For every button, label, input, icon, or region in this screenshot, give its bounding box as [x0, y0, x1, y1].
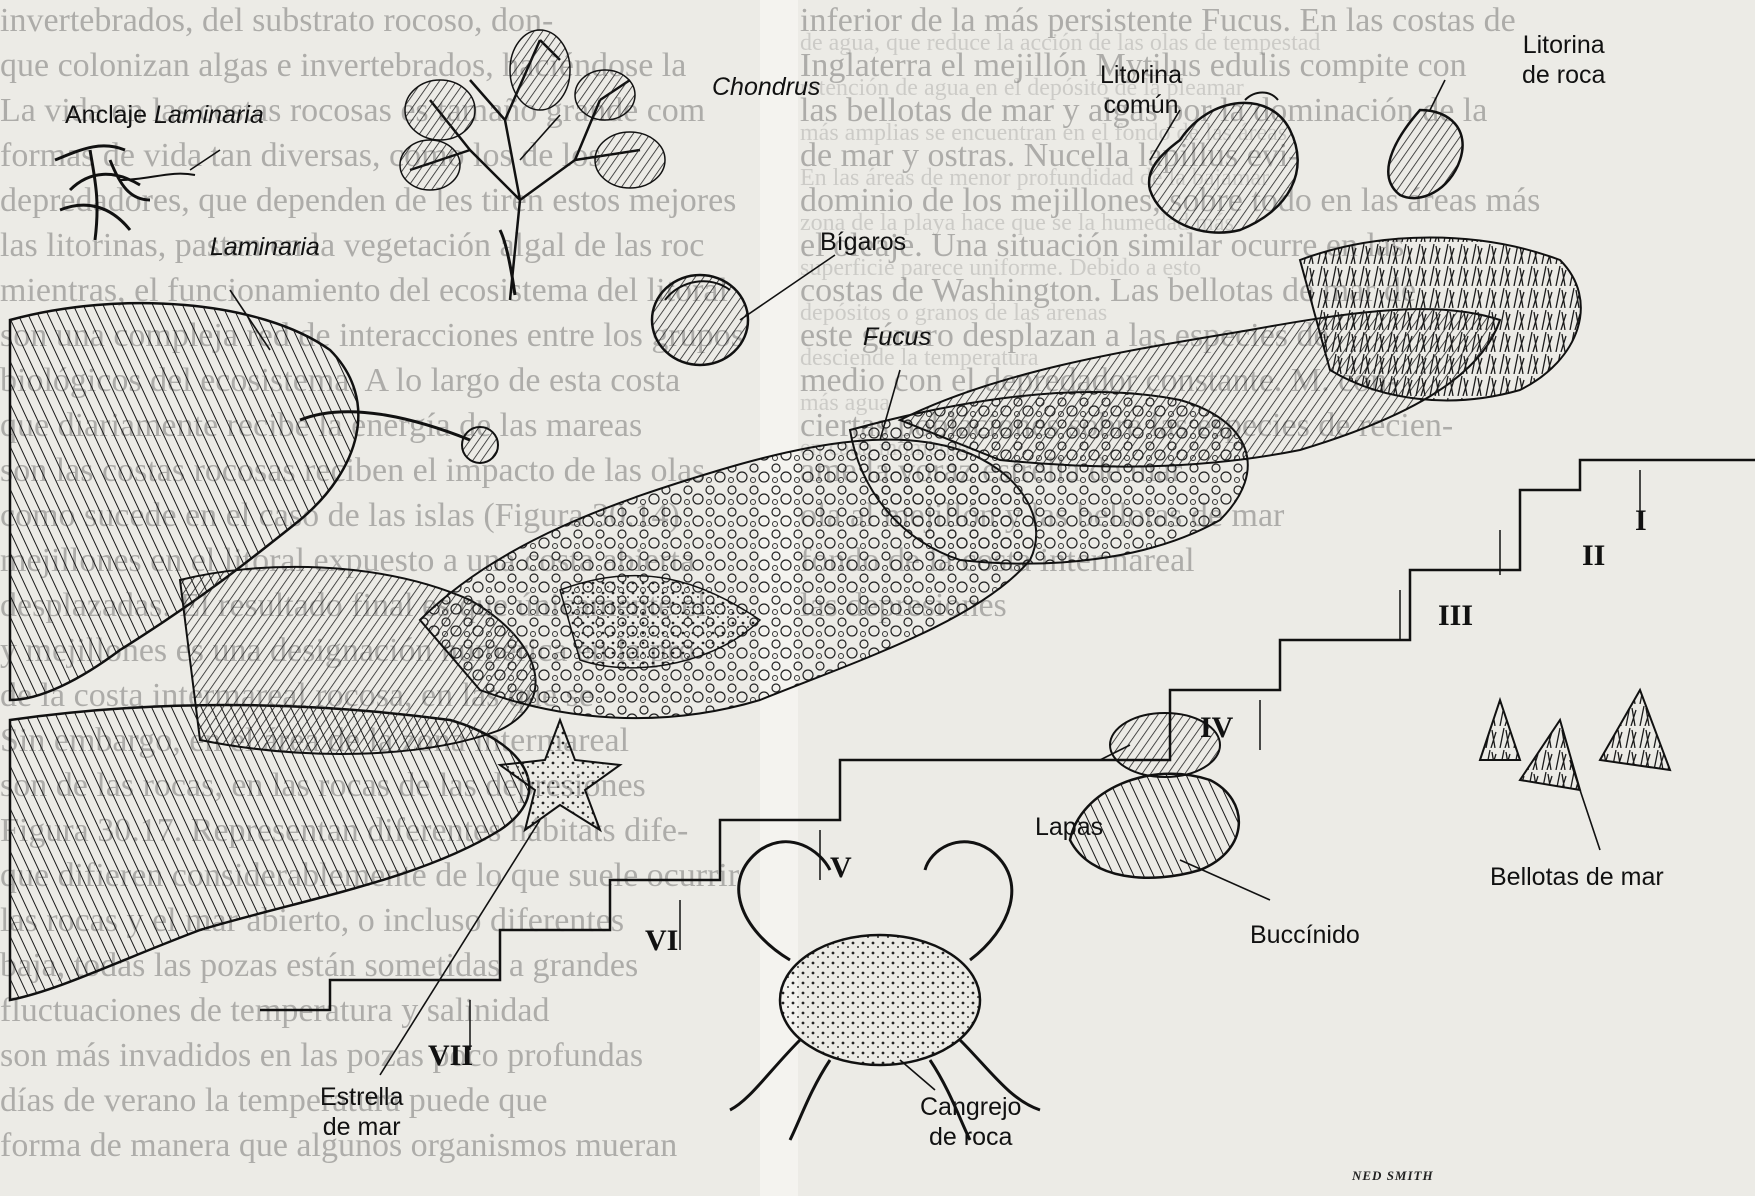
zone-III-label: III — [1438, 600, 1473, 632]
chondrus-fronds — [400, 30, 665, 190]
zone-IV-label: IV — [1200, 712, 1233, 744]
fucus-seaweed — [900, 238, 1581, 467]
label-buccinido: Buccínido — [1250, 920, 1360, 950]
label-chondrus: Chondrus — [712, 72, 820, 102]
litorina-roca-snail — [1388, 110, 1462, 198]
zone-V-label: V — [830, 852, 852, 884]
label-anclaje-laminaria: Anclaje Laminaria — [65, 100, 264, 130]
label-fucus: Fucus — [863, 322, 931, 352]
label-lapas: Lapas — [1035, 812, 1103, 842]
artist-signature: NED SMITH — [1352, 1168, 1434, 1184]
laminaria-holdfast-drawing — [55, 146, 195, 240]
zone-I-label: I — [1635, 505, 1647, 537]
zone-VI-label: VI — [645, 925, 678, 957]
label-bigaros: Bígaros — [820, 227, 906, 257]
bigaro-snail — [652, 275, 748, 365]
zone-II-label: II — [1582, 540, 1605, 572]
zone-VII-label: VII — [428, 1040, 473, 1072]
label-bellotas-de-mar: Bellotas de mar — [1490, 862, 1664, 892]
label-laminaria: Laminaria — [210, 232, 320, 262]
